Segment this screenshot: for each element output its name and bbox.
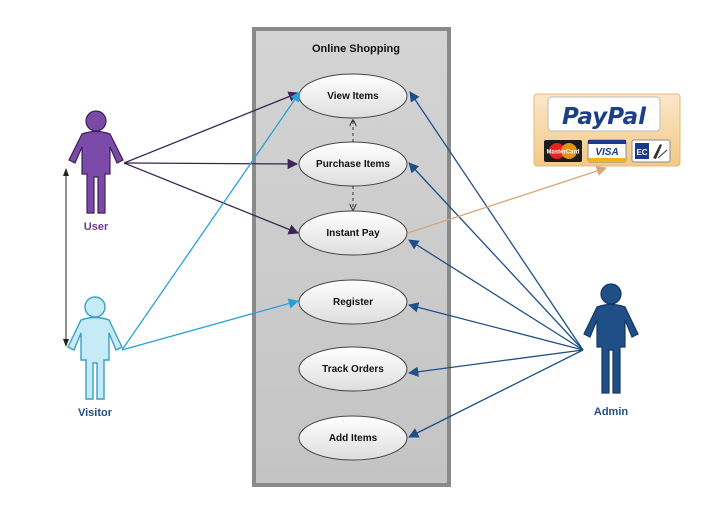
- association-admin-add-items: [408, 349, 584, 438]
- actor-visitor-label: Visitor: [78, 407, 113, 419]
- use-case-label: Register: [333, 297, 373, 308]
- association-admin-instant-pay: [408, 239, 584, 351]
- mastercard-text: MasterCard: [546, 150, 579, 156]
- use-case-label: Track Orders: [322, 364, 384, 375]
- use-case-label: Add Items: [329, 433, 378, 444]
- use-case-label: View Items: [327, 91, 379, 102]
- association-admin-purchase-items: [408, 162, 584, 351]
- actor-visitor[interactable]: Visitor: [67, 296, 123, 419]
- association-visitor-view-items: [121, 91, 301, 351]
- user-associations: [123, 91, 299, 235]
- association-visitor-register: [121, 298, 300, 351]
- admin-associations: [407, 91, 584, 438]
- use-case-register[interactable]: Register: [298, 279, 408, 325]
- association-admin-view-items: [409, 91, 584, 351]
- association-admin-register: [407, 302, 584, 351]
- use-case-label: Purchase Items: [316, 159, 390, 170]
- visa-card-icon: VISA: [587, 139, 627, 163]
- use-case-view-items[interactable]: View Items: [298, 73, 408, 119]
- visitor-associations: [121, 91, 301, 351]
- system-title: Online Shopping: [312, 43, 400, 55]
- actor-user[interactable]: User: [68, 110, 124, 233]
- actor-admin-label: Admin: [594, 406, 629, 418]
- paypal-logo: PayPal MasterCard VISA EC: [533, 93, 681, 167]
- mastercard-icon: MasterCard: [544, 140, 582, 162]
- actor-user-label: User: [84, 221, 109, 233]
- admin-figure-icon: [583, 283, 639, 394]
- use-case-purchase-items[interactable]: Purchase Items: [298, 141, 408, 187]
- ec-card-icon: EC: [631, 139, 671, 163]
- use-case-track-orders[interactable]: Track Orders: [298, 346, 408, 392]
- association-user-purchase-items: [123, 158, 299, 170]
- association-user-instant-pay: [123, 162, 299, 235]
- association-user-view-items: [123, 91, 299, 164]
- use-case-label: Instant Pay: [326, 228, 380, 239]
- use-case-instant-pay[interactable]: Instant Pay: [298, 210, 408, 256]
- user-visitor-relation: [63, 168, 69, 347]
- actor-admin[interactable]: Admin: [583, 283, 639, 418]
- ec-text: EC: [636, 148, 647, 157]
- user-figure-icon: [68, 110, 124, 214]
- visa-text: VISA: [595, 147, 618, 158]
- use-case-add-items[interactable]: Add Items: [298, 415, 408, 461]
- association-instant-pay-paypal: [407, 165, 607, 234]
- association-admin-track-orders: [407, 349, 584, 377]
- paypal-brand-text: PayPal: [562, 104, 647, 130]
- visitor-figure-icon: [67, 296, 123, 400]
